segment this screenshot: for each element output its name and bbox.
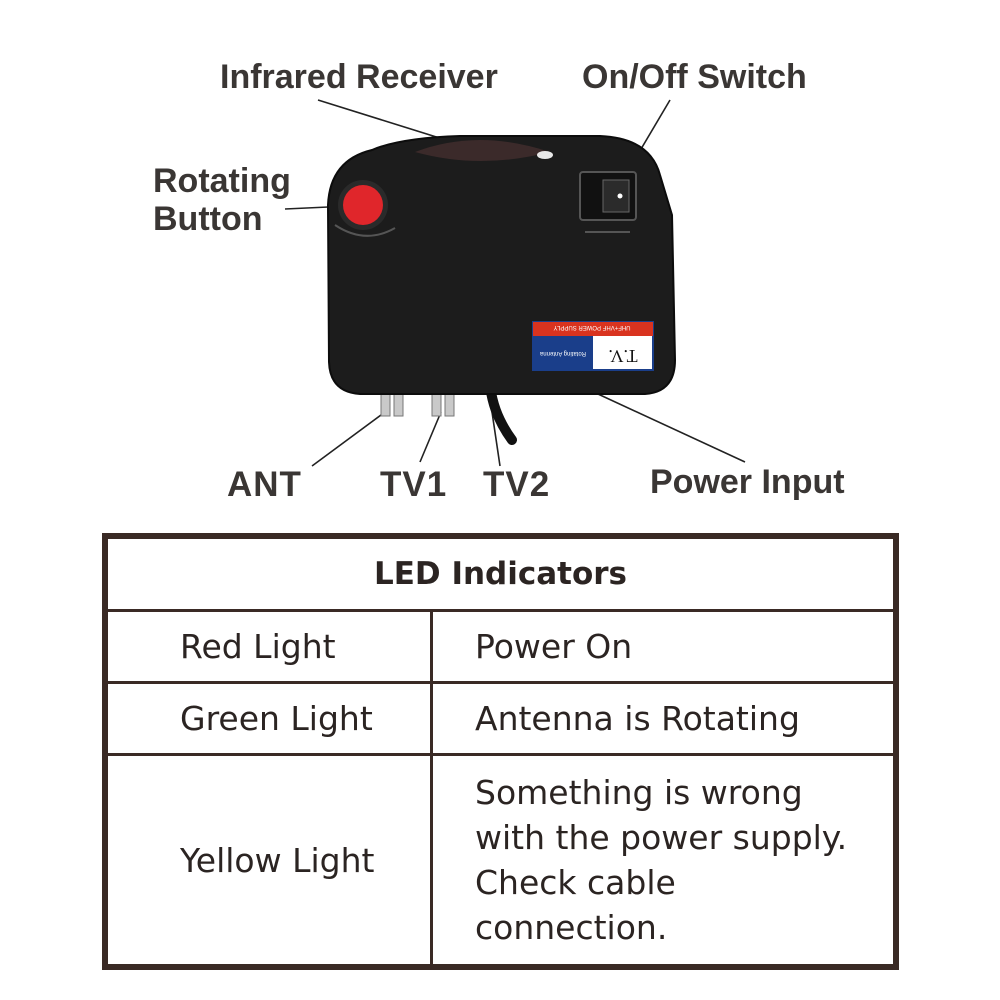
leader-ant [311, 411, 386, 467]
rotate-arc-label [334, 224, 396, 237]
led-table: LED Indicators Red Light Power On Green … [105, 536, 896, 967]
leader-tv1 [419, 411, 442, 463]
ant-label: ANT [227, 465, 302, 504]
light-cell: Red Light [105, 609, 433, 684]
sticker-main-text: T.V. [608, 346, 637, 366]
meaning-cell: Antenna is Rotating [430, 681, 896, 756]
leader-tv2 [491, 411, 501, 467]
tv1-label: TV1 [380, 465, 448, 504]
light-cell: Yellow Light [105, 753, 433, 967]
infrared-glint [537, 151, 553, 159]
sticker-sub-text: Rotating Antenna [539, 350, 586, 356]
on-off-switch-dot [617, 193, 623, 199]
rotating-button-label-line1: Rotating [153, 162, 291, 200]
tv2-label: TV2 [483, 465, 551, 504]
device-diagram: UHF+VHF POWER SUPPLY T.V. Rotating Anten… [284, 99, 746, 467]
led-indicator-table: LED Indicators Red Light Power On Green … [102, 533, 899, 970]
light-cell: Green Light [105, 681, 433, 756]
rotating-button [343, 185, 383, 225]
infrared-receiver-dome [415, 140, 550, 161]
power-input-label: Power Input [650, 463, 845, 501]
table-title: LED Indicators [105, 536, 896, 612]
infrared-receiver-label: Infrared Receiver [220, 58, 498, 96]
table-row: Green Light Antenna is Rotating [105, 681, 896, 756]
label-sticker: UHF+VHF POWER SUPPLY T.V. Rotating Anten… [532, 321, 654, 371]
table-row: Red Light Power On [105, 609, 896, 684]
meaning-cell: Power On [430, 609, 896, 684]
table-row: Yellow Light Something is wrong with the… [105, 753, 896, 967]
leader-power [584, 387, 746, 463]
on-off-switch-label: On/Off Switch [582, 58, 807, 96]
meaning-cell: Something is wrong with the power supply… [430, 753, 896, 967]
table-header-row: LED Indicators [105, 536, 896, 612]
rotating-button-label-line2: Button [153, 200, 263, 238]
sticker-top-text: UHF+VHF POWER SUPPLY [553, 324, 630, 330]
device-body: UHF+VHF POWER SUPPLY T.V. Rotating Anten… [326, 135, 677, 395]
on-off-switch-rocker [602, 179, 630, 213]
